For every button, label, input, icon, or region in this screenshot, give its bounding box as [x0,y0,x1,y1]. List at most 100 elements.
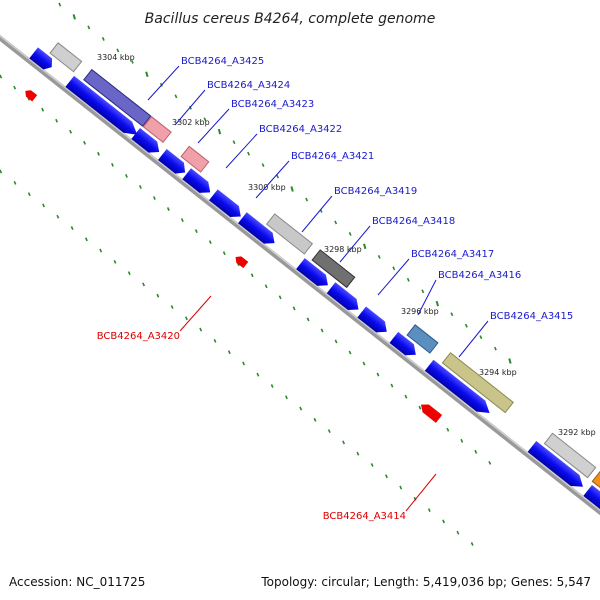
gene-label[interactable]: BCB4264_A3422 [259,124,342,135]
tick-mark [213,338,217,343]
tick-mark [227,350,231,355]
leader-line [225,133,258,169]
gene-label[interactable]: BCB4264_A3414 [323,511,406,522]
gene-feature[interactable] [238,212,279,248]
tick-mark [41,107,45,112]
gene-feature[interactable] [142,115,172,144]
tick-mark [72,14,76,20]
tick-mark [99,248,103,253]
gene-label[interactable]: BCB4264_A3417 [411,249,494,260]
tick-mark [464,323,468,328]
gene-label[interactable]: BCB4264_A3425 [181,56,264,67]
leader-line [458,320,489,358]
gene-feature[interactable] [326,282,363,315]
gene-feature[interactable] [357,306,391,337]
tick-mark [348,232,352,236]
tick-mark [348,350,352,355]
tick-mark [116,48,120,53]
tick-mark [58,2,62,7]
tick-mark [217,128,222,135]
tick-mark [170,305,174,309]
tick-mark [334,339,338,344]
gene-feature[interactable] [543,432,597,479]
gene-feature[interactable] [418,401,443,423]
tick-mark [327,429,331,434]
gene-feature[interactable] [49,42,83,73]
tick-mark [342,440,346,445]
tick-mark [264,284,268,289]
gene-label[interactable]: BCB4264_A3416 [438,270,521,281]
tick-mark [406,277,410,282]
tick-mark [97,151,100,156]
gene-label[interactable]: BCB4264_A3423 [231,99,314,110]
tick-mark [377,254,381,259]
tick-mark [125,174,128,178]
gene-feature[interactable] [591,470,600,506]
tick-mark [189,105,192,110]
gene-feature[interactable] [131,127,163,158]
gene-feature[interactable] [182,168,214,198]
leader-line [197,108,230,144]
gene-feature[interactable] [527,440,588,492]
gene-label[interactable]: BCB4264_A3421 [291,151,374,162]
gene-features [23,42,600,521]
tick-mark [101,37,105,41]
tick-mark [390,383,394,388]
tick-mark [320,328,324,333]
gene-feature[interactable] [23,88,38,102]
gene-feature[interactable] [65,75,141,140]
gene-label[interactable]: BCB4264_A3415 [490,311,573,322]
tick-mark [479,335,483,340]
tick-mark [493,346,497,351]
tick-mark [56,214,60,219]
scale-label: 3300 kbp [248,183,286,192]
scale-label: 3292 kbp [558,428,596,437]
gene-label[interactable]: BCB4264_A3419 [334,186,417,197]
gene-feature[interactable] [583,484,600,521]
tick-mark [247,151,250,156]
gene-label[interactable]: BCB4264_A3418 [372,216,455,227]
tick-mark [446,427,450,432]
tick-mark [460,438,464,443]
tick-mark [83,140,86,145]
gene-feature[interactable] [441,352,514,414]
gene-feature[interactable] [424,359,494,419]
gene-feature[interactable] [157,149,189,178]
tick-mark [450,312,454,317]
scale-label: 3298 kbp [324,245,362,254]
scale-label: 3302 kbp [172,118,210,127]
tick-mark [87,25,91,30]
tick-mark [292,306,296,311]
gene-labels: BCB4264_A3425BCB4264_A3424BCB4264_A3423B… [97,56,574,522]
tick-mark [370,463,374,467]
gene-feature[interactable] [180,145,210,173]
gene-feature[interactable] [209,189,245,222]
gene-feature[interactable] [389,331,421,360]
tick-mark [152,196,156,200]
tick-mark [203,117,207,122]
tick-mark [69,129,72,134]
tick-mark [250,273,254,278]
tick-mark [313,417,317,422]
leader-line [147,65,180,101]
gene-feature[interactable] [406,324,439,354]
gene-feature[interactable] [265,213,314,255]
gene-feature[interactable] [233,254,249,269]
tick-mark [404,394,408,399]
tick-mark [385,474,388,479]
scale-label: 3294 kbp [479,368,517,377]
tick-mark [242,361,246,366]
gene-feature[interactable] [311,249,356,289]
gene-label[interactable]: BCB4264_A3420 [97,331,180,342]
gene-feature[interactable] [29,47,56,72]
tick-mark [199,327,203,332]
tick-mark [0,74,3,79]
gene-label[interactable]: BCB4264_A3424 [207,80,290,91]
tick-mark [427,508,431,513]
tick-mark [70,226,74,230]
tick-mark [130,59,134,64]
tick-mark [299,406,303,411]
gene-feature[interactable] [296,258,332,291]
gene-feature[interactable] [83,68,152,127]
tick-mark [13,180,17,185]
